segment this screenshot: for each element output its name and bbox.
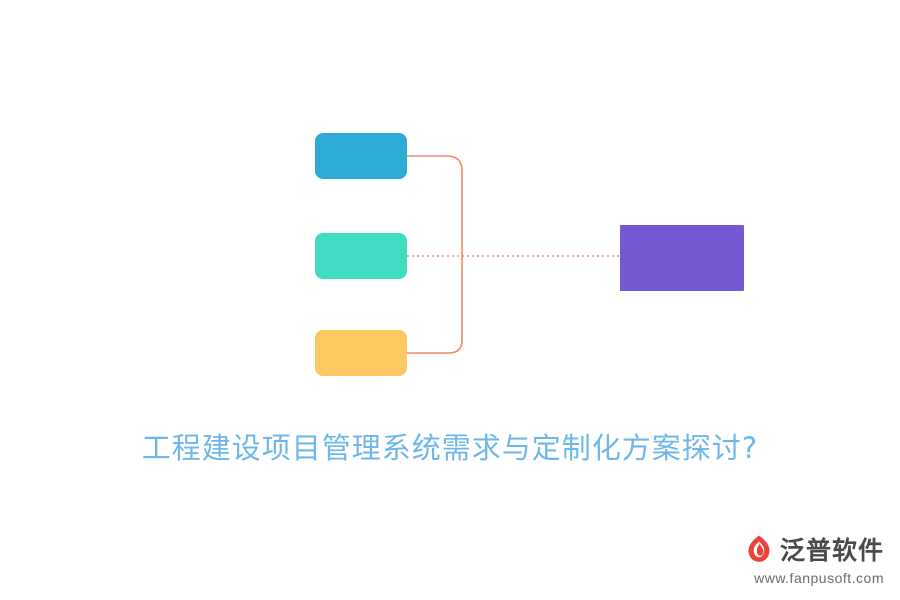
node-green[interactable] [315, 233, 407, 279]
connector-bracket [407, 155, 463, 354]
node-blue[interactable] [315, 133, 407, 179]
brand-url: www.fanpusoft.com [754, 570, 884, 586]
brand-name: 泛普软件 [779, 536, 884, 565]
node-purple[interactable] [620, 225, 744, 291]
page-title: 工程建设项目管理系统需求与定制化方案探讨? [141, 431, 759, 465]
diagram-canvas [315, 133, 744, 376]
node-yellow[interactable] [315, 330, 407, 376]
brand-logo-row: 泛普软件 [744, 531, 884, 567]
fanpu-flame-icon [748, 535, 770, 562]
connector-layer [407, 155, 620, 354]
brand-logo: 泛普软件 www.fanpusoft.com [744, 531, 884, 586]
